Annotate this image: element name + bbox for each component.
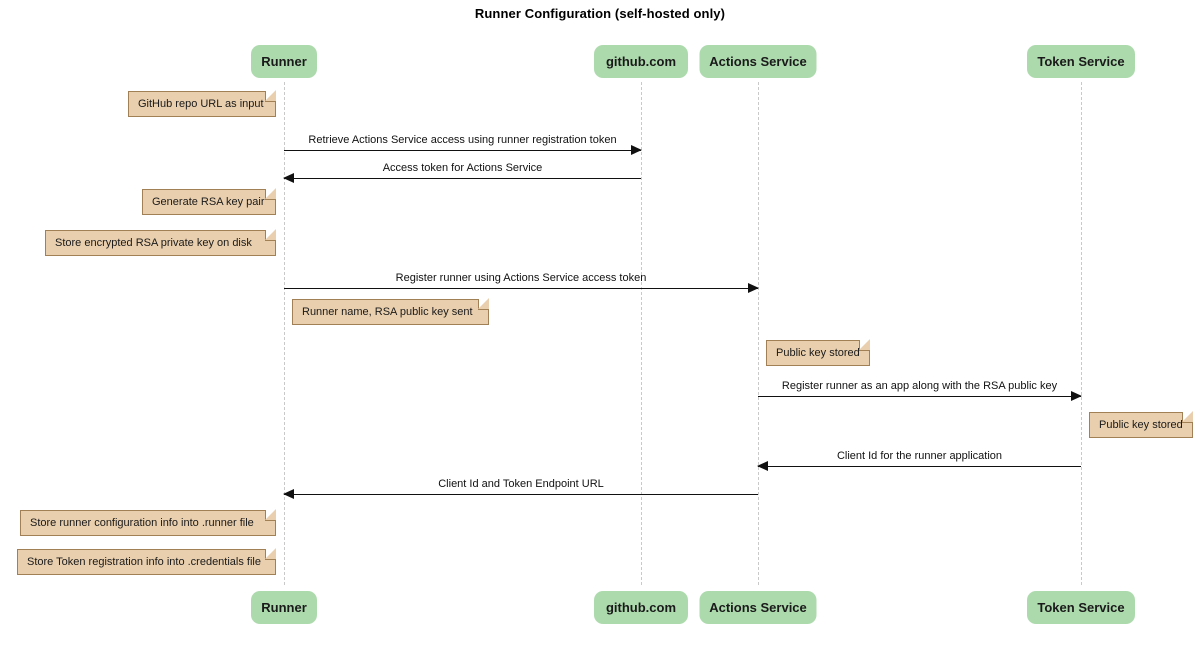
message-label: Access token for Actions Service — [382, 161, 543, 174]
note-generate-rsa: Generate RSA key pair — [142, 188, 276, 215]
arrowhead-right-icon — [748, 283, 759, 293]
lifeline-actions — [758, 82, 759, 585]
note-fold-corner-icon — [859, 339, 870, 351]
lifeline-token — [1081, 82, 1082, 585]
note-store-token-registration: Store Token registration info into .cred… — [17, 548, 276, 575]
note-store-runner-config: Store runner configuration info into .ru… — [20, 509, 276, 536]
note-text: Store runner configuration info into .ru… — [30, 516, 254, 529]
message-label: Client Id for the runner application — [836, 449, 1003, 462]
lifeline-github — [641, 82, 642, 585]
arrowhead-right-icon — [1071, 391, 1082, 401]
participant-github-top[interactable]: github.com — [594, 45, 688, 78]
participant-actions-top[interactable]: Actions Service — [699, 45, 817, 78]
message-label: Retrieve Actions Service access using ru… — [308, 133, 617, 146]
arrowhead-left-icon — [757, 461, 768, 471]
arrowhead-right-icon — [631, 145, 642, 155]
participant-actions-bottom[interactable]: Actions Service — [699, 591, 817, 624]
participant-github-bottom[interactable]: github.com — [594, 591, 688, 624]
message-line — [284, 288, 758, 289]
participant-runner-bottom[interactable]: Runner — [251, 591, 317, 624]
note-public-key-stored-actions: Public key stored — [766, 339, 870, 366]
note-text: Public key stored — [1099, 418, 1183, 431]
message-label: Client Id and Token Endpoint URL — [438, 477, 604, 490]
note-fold-corner-icon — [265, 229, 276, 241]
note-text: Public key stored — [776, 346, 860, 359]
participant-runner-top[interactable]: Runner — [251, 45, 317, 78]
arrowhead-left-icon — [283, 489, 294, 499]
note-text: Store Token registration info into .cred… — [27, 555, 261, 568]
note-fold-corner-icon — [1182, 411, 1193, 423]
note-runner-name-public-key: Runner name, RSA public key sent — [292, 298, 489, 325]
lifeline-runner — [284, 82, 285, 585]
note-store-encrypted-rsa: Store encrypted RSA private key on disk — [45, 229, 276, 256]
message-line — [284, 178, 641, 179]
message-line — [284, 494, 758, 495]
note-public-key-stored-token: Public key stored — [1089, 411, 1193, 438]
message-line — [758, 466, 1081, 467]
note-fold-corner-icon — [478, 298, 489, 310]
note-text: Store encrypted RSA private key on disk — [55, 236, 252, 249]
note-text: GitHub repo URL as input — [138, 97, 264, 110]
arrowhead-left-icon — [283, 173, 294, 183]
page-title: Runner Configuration (self-hosted only) — [474, 6, 726, 21]
note-fold-corner-icon — [265, 188, 276, 200]
note-text: Runner name, RSA public key sent — [302, 305, 473, 318]
note-github-repo-url: GitHub repo URL as input — [128, 90, 276, 117]
note-fold-corner-icon — [265, 509, 276, 521]
message-line — [284, 150, 641, 151]
note-text: Generate RSA key pair — [152, 195, 265, 208]
message-label: Register runner as an app along with the… — [781, 379, 1058, 392]
message-line — [758, 396, 1081, 397]
participant-token-top[interactable]: Token Service — [1027, 45, 1135, 78]
note-fold-corner-icon — [265, 90, 276, 102]
participant-token-bottom[interactable]: Token Service — [1027, 591, 1135, 624]
message-label: Register runner using Actions Service ac… — [395, 271, 647, 284]
note-fold-corner-icon — [265, 548, 276, 560]
